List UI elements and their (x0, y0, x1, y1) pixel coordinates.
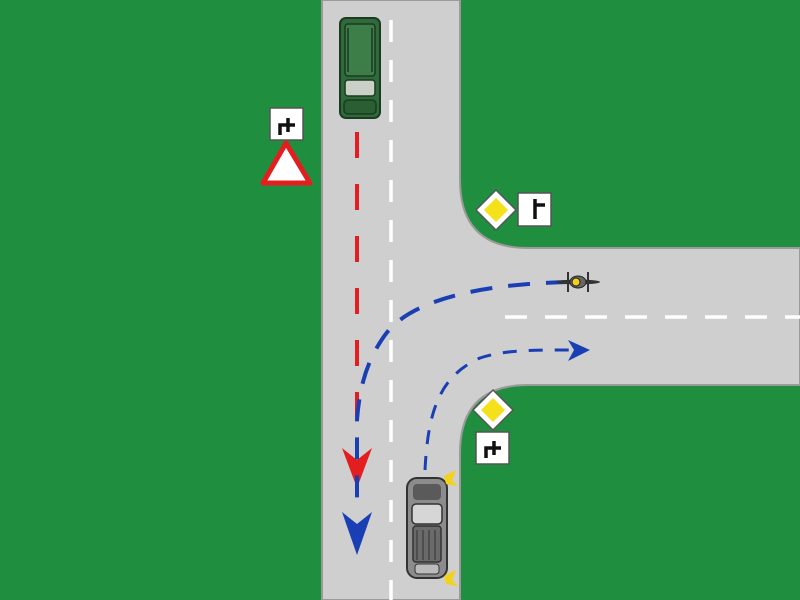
priority-road-course-plate (269, 107, 304, 141)
red-path (342, 132, 372, 488)
cyclist (556, 272, 600, 292)
oncoming-van (339, 17, 381, 119)
priority-road-sign-north (474, 188, 552, 232)
lane-markings (389, 20, 800, 600)
priority-road-sign-south (471, 388, 515, 465)
blue-path-right (423, 340, 590, 471)
blue-path-left (342, 280, 569, 555)
road-surface (321, 0, 800, 600)
yield-sign (260, 107, 313, 186)
right-indicator-icon (444, 470, 458, 586)
own-car (406, 477, 448, 579)
